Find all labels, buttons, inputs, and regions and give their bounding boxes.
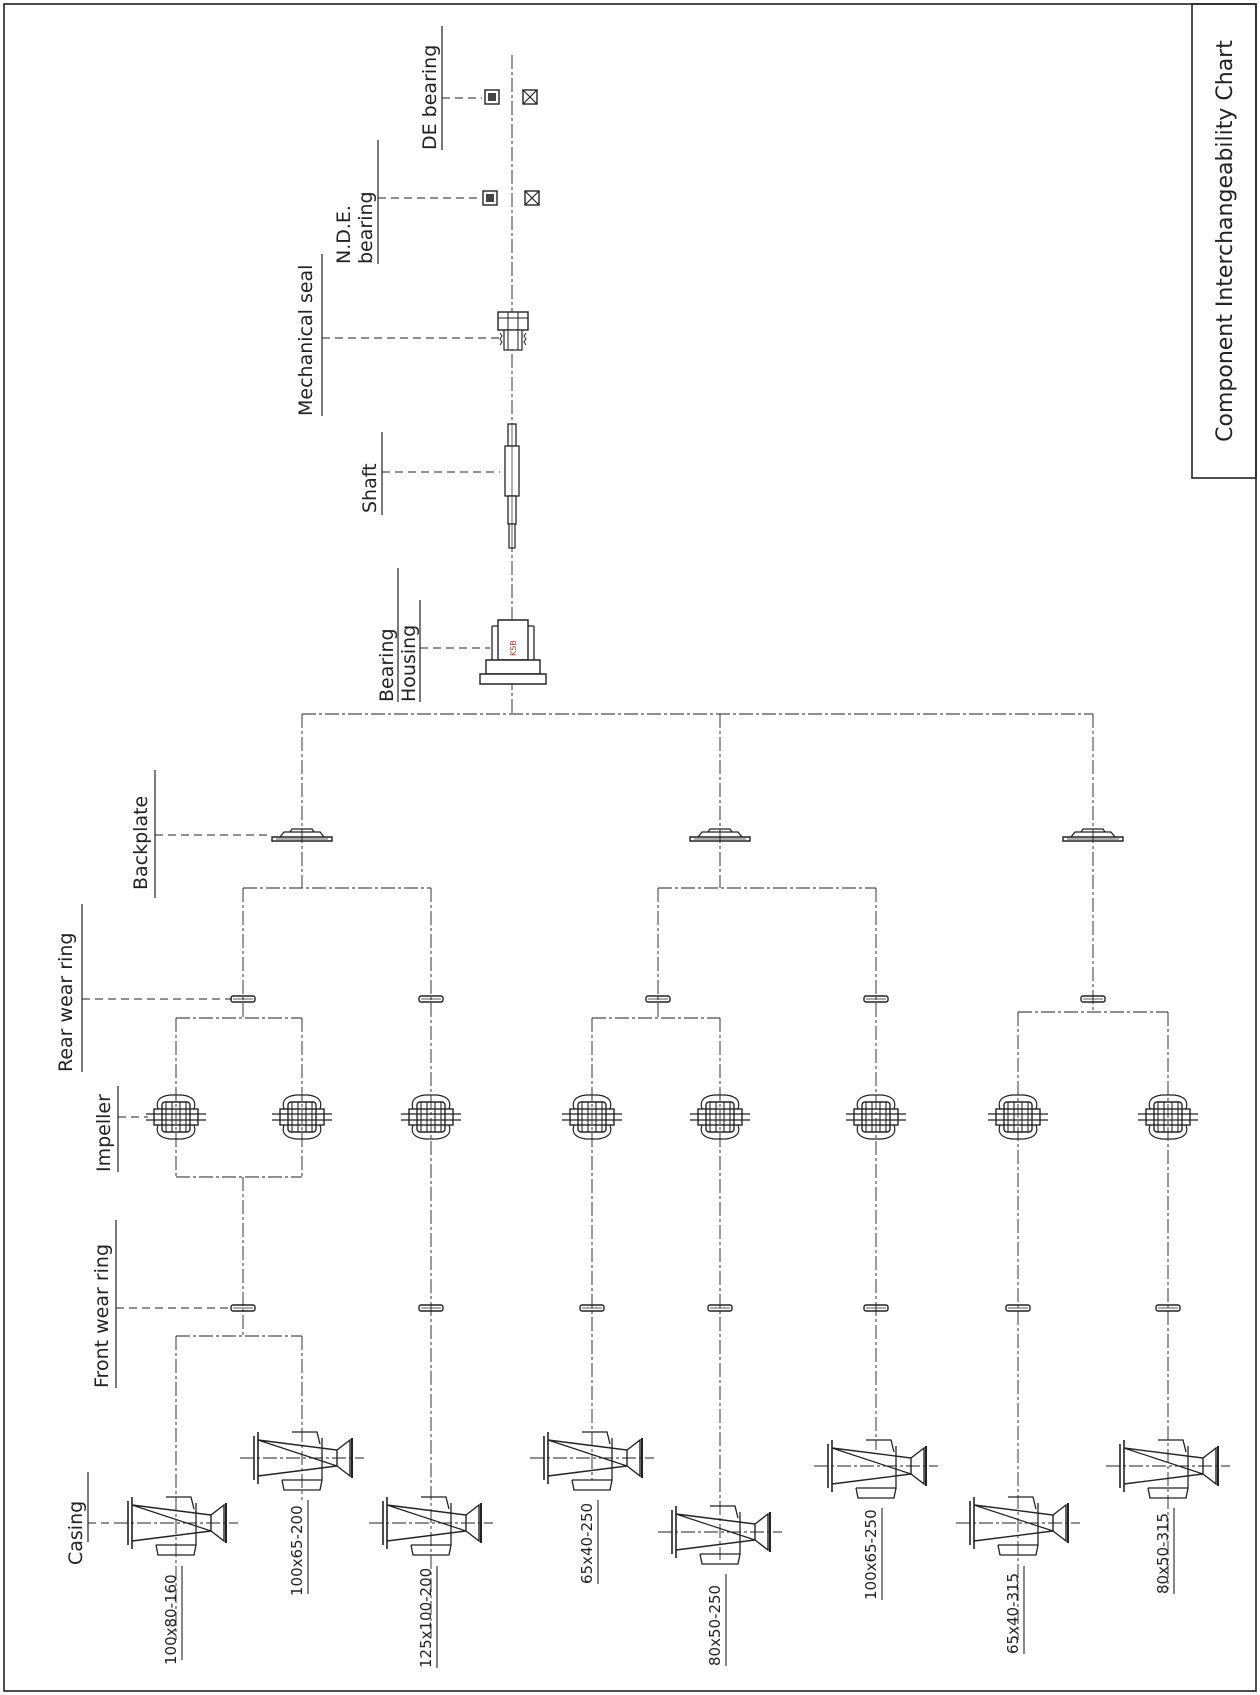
front-ring-branches [175, 1335, 303, 1640]
pump-size-label: 100x80-160 [162, 1574, 180, 1665]
rear-wear-ring-symbol-4 [863, 995, 889, 1003]
pump-size-label: 80x50-315 [1154, 1513, 1172, 1594]
rear-ring-branches [242, 887, 877, 1640]
sheet-border [3, 3, 1257, 1692]
bearing-housing-label-group: Bearing Housing [376, 568, 490, 702]
de-bearing-symbol [484, 89, 538, 105]
pump-size-label: 125x100-200 [417, 1568, 435, 1668]
housing-stamp: KSB [509, 640, 518, 656]
pump-size-labels: 100x80-160 100x65-200 125x100-200 65x40-… [162, 1500, 1175, 1668]
mechanical-seal-symbol [497, 311, 529, 351]
casing-label: Casing [65, 1501, 87, 1565]
nde-bearing-label-group: N.D.E. bearing [333, 140, 480, 264]
backplate-label: Backplate [130, 796, 152, 890]
front-wear-ring-label: Front wear ring [91, 1244, 113, 1388]
mechanical-seal-label-group: Mechanical seal [295, 254, 500, 416]
nde-bearing-label-line2: bearing [355, 191, 377, 264]
impeller-symbol-3 [400, 1094, 462, 1140]
rear-wear-ring-symbol-1 [230, 995, 256, 1003]
pump-size-label: 80x50-250 [706, 1585, 724, 1666]
backplate-distribution [301, 713, 1094, 1012]
pump-size-label: 100x65-200 [288, 1505, 306, 1596]
bearing-housing-label-line2: Housing [398, 625, 420, 702]
rear-wear-ring-label: Rear wear ring [55, 933, 77, 1072]
shaft-label: Shaft [359, 463, 381, 513]
impeller-symbol-6 [845, 1094, 907, 1140]
bearing-housing-symbol: KSB [479, 619, 547, 685]
nde-bearing-symbol [482, 190, 540, 206]
pump-size-label: 65x40-315 [1004, 1573, 1022, 1654]
rear-wear-ring-label-group: Rear wear ring [55, 904, 232, 1072]
impeller-label-group: Impeller [93, 1086, 148, 1172]
title-block [1191, 3, 1257, 479]
impeller-label: Impeller [93, 1094, 115, 1172]
front-wear-ring-label-group: Front wear ring [91, 1220, 230, 1388]
bearing-housing-label-line1: Bearing [376, 628, 398, 702]
de-bearing-label: DE bearing [419, 45, 441, 150]
nde-bearing-label-line1: N.D.E. [333, 205, 355, 264]
chart-title: Component Interchangeability Chart [1213, 40, 1238, 442]
rear-wear-ring-symbol-3 [645, 995, 671, 1003]
pump-size-label: 100x65-250 [862, 1509, 880, 1600]
de-bearing-label-group: DE bearing [419, 26, 482, 150]
mechanical-seal-label: Mechanical seal [295, 265, 317, 416]
rear-wear-ring-symbol-2 [418, 995, 444, 1003]
casing-label-group: Casing [65, 1472, 128, 1565]
shaft-symbol [504, 423, 520, 549]
backplate-label-group: Backplate [130, 770, 272, 898]
pump-size-label: 65x40-250 [578, 1503, 596, 1584]
shaft-label-group: Shaft [359, 432, 500, 515]
